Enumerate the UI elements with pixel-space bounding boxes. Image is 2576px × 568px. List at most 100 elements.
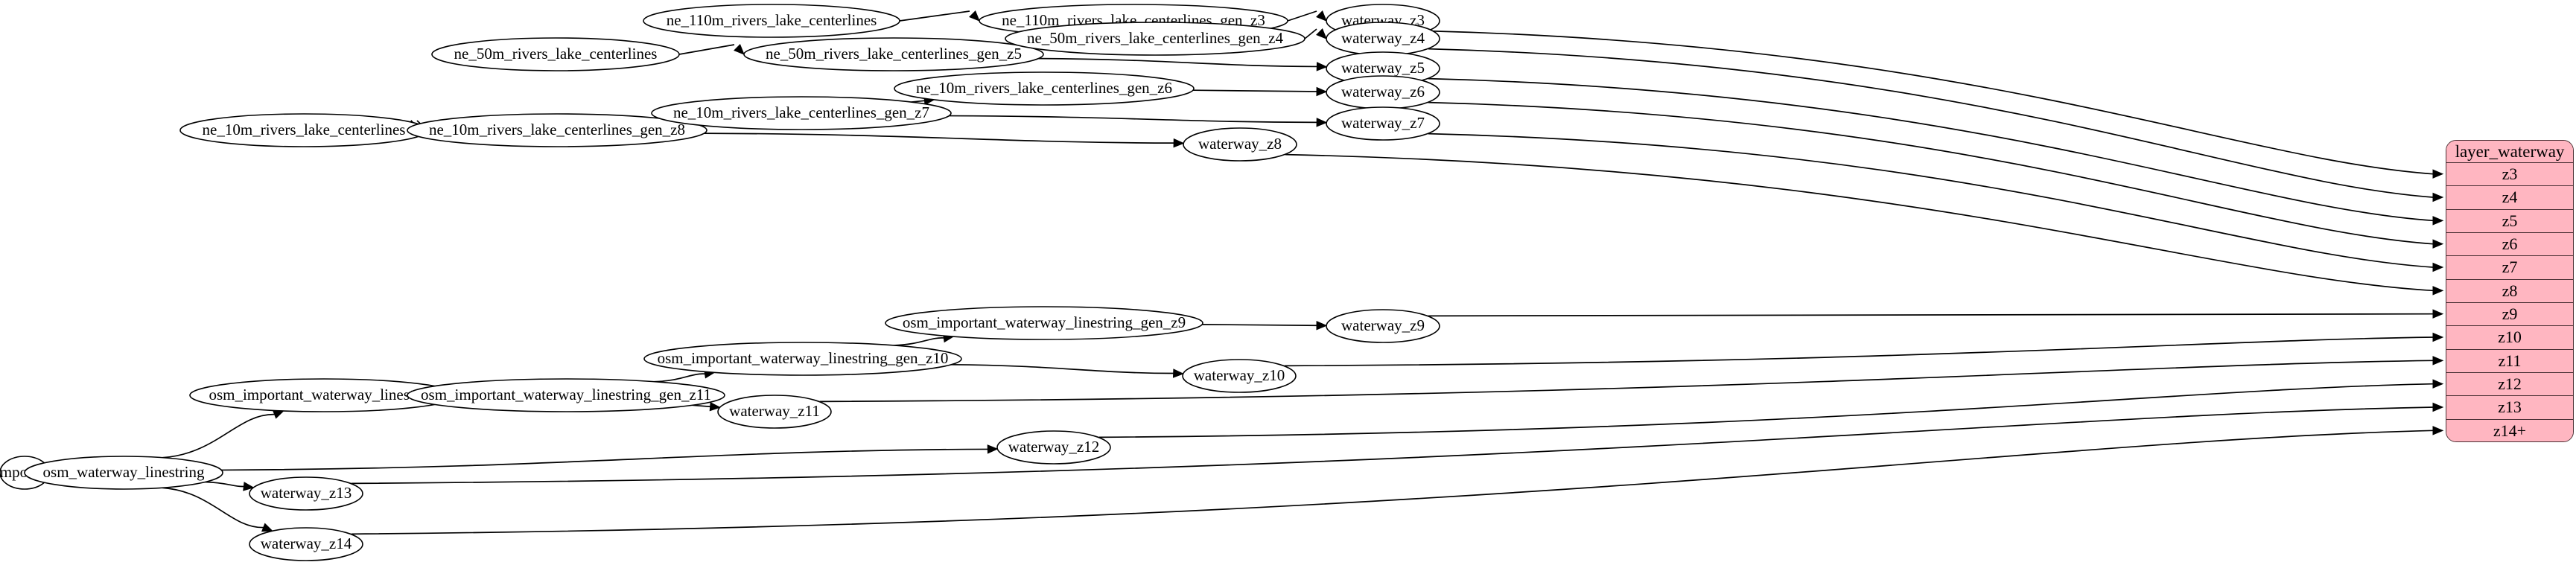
arrow-head-icon [2432,426,2444,435]
node-shape [407,378,725,412]
graph-edge-osm_waterway_linestring--waterway_z13 [205,481,244,488]
graph-edge-ne_110m_rivers_lake_centerlines--ne_110m_rivers_lake_centerlines_gen_z3 [899,10,970,22]
graph-node-waterway_z14[interactable]: waterway_z14 [249,527,363,561]
graph-edge-ne_50m_rivers_lake_centerlines--ne_50m_rivers_lake_centerlines_gen_z5 [678,44,735,55]
graph-edge-waterway_z14--layer_waterway_z14+ [351,430,2434,535]
edge-line [1284,336,2434,367]
graph-edge-waterway_z12--layer_waterway_z12 [1098,383,2434,438]
graph-edge-waterway_z13--layer_waterway_z13 [351,406,2434,485]
arrow-head-icon [2432,192,2444,202]
graph-edge-waterway_z7--layer_waterway_z7 [1428,133,2434,268]
node-shape [1005,22,1306,56]
layer-table-row-z13[interactable]: z13 [2446,396,2573,420]
graph-node-ne_10m_rivers_lake_centerlines_gen_z6[interactable]: ne_10m_rivers_lake_centerlines_gen_z6 [894,71,1195,106]
graph-edge-ne_110m_rivers_lake_centerlines_gen_z3--waterway_z3 [1287,10,1317,22]
edge-line [1304,28,1317,39]
node-shape [643,4,900,38]
node-shape [407,113,707,147]
graph-node-waterway_z8[interactable]: waterway_z8 [1183,127,1297,162]
node-shape [717,395,832,429]
layer-waterway-record-node[interactable]: layer_waterway z3 z4 z5 z6 z7 z8 z9 z10 … [2446,140,2574,442]
arrow-head-icon [2432,332,2444,342]
layer-table-row-z6[interactable]: z6 [2446,232,2573,257]
layer-table-row-z10[interactable]: z10 [2446,326,2573,350]
arrow-head-icon [1316,10,1327,22]
graph-node-ne_10m_rivers_lake_centerlines_gen_z7[interactable]: ne_10m_rivers_lake_centerlines_gen_z7 [651,96,952,130]
graph-node-osm_waterway_linestring[interactable]: osm_waterway_linestring [24,456,223,490]
graph-edge-waterway_z3--layer_waterway_z3 [1428,30,2434,175]
edge-line [893,337,944,346]
arrow-head-icon [709,401,721,412]
graph-edge-ne_10m_rivers_lake_centerlines_gen_z7--waterway_z7 [949,115,1317,124]
edge-line [1038,57,1317,68]
graph-edge-osm_important_waterway_linestring_gen_z11--waterway_z11 [692,404,710,408]
node-shape [179,113,428,147]
node-shape [885,306,1203,340]
graph-node-ne_110m_rivers_lake_centerlines[interactable]: ne_110m_rivers_lake_centerlines [643,4,900,38]
edge-line [899,10,970,22]
edge-line [1098,383,2434,438]
edges-layer [24,10,2444,535]
layer-table-row-z3[interactable]: z3 [2446,163,2573,187]
edge-line [221,448,988,471]
arrow-head-icon [272,410,284,419]
graph-node-osm_important_waterway_linestring_gen_z10[interactable]: osm_important_waterway_linestring_gen_z1… [643,342,962,376]
layer-table-row-z11[interactable]: z11 [2446,349,2573,373]
graph-edge-osm_waterway_linestring--waterway_z12 [221,448,988,471]
graph-edge-ne_50m_rivers_lake_centerlines_gen_z4--waterway_z4 [1304,28,1317,39]
layer-table-row-z4[interactable]: z4 [2446,186,2573,210]
arrow-head-icon [2432,286,2444,296]
graph-edge-waterway_z9--layer_waterway_z9 [1428,313,2434,317]
edge-line [704,133,1174,144]
graph-node-ne_10m_rivers_lake_centerlines[interactable]: ne_10m_rivers_lake_centerlines [179,113,428,147]
graph-node-osm_important_waterway_linestring_gen_z11[interactable]: osm_important_waterway_linestring_gen_z1… [407,378,725,412]
graph-edge-waterway_z8--layer_waterway_z8 [1285,153,2434,292]
edge-line [1428,77,2434,222]
arrow-head-icon [2432,262,2444,272]
graph-node-waterway_z9[interactable]: waterway_z9 [1326,309,1440,343]
node-shape [1183,127,1297,162]
graph-edge-osm_important_waterway_linestring_gen_z10--waterway_z10 [951,363,1174,374]
arrow-head-icon [734,44,745,55]
node-shape [643,342,962,376]
arrow-head-icon [2432,309,2444,319]
graph-node-ne_50m_rivers_lake_centerlines_gen_z5[interactable]: ne_50m_rivers_lake_centerlines_gen_z5 [743,37,1044,71]
node-shape [1326,75,1440,109]
graph-node-waterway_z4[interactable]: waterway_z4 [1326,22,1440,56]
node-shape [249,476,363,511]
node-shape [1182,359,1297,393]
graph-node-waterway_z13[interactable]: waterway_z13 [249,476,363,511]
graph-edge-osm_important_waterway_linestring_gen_z11--osm_important_waterway_linestring_gen_z10 [654,373,705,383]
graph-node-waterway_z10[interactable]: waterway_z10 [1182,359,1297,393]
graph-edge-waterway_z4--layer_waterway_z4 [1428,48,2434,198]
edge-line [1192,89,1317,92]
layer-table-row-z5[interactable]: z5 [2446,209,2573,233]
graph-node-ne_50m_rivers_lake_centerlines_gen_z4[interactable]: ne_50m_rivers_lake_centerlines_gen_z4 [1005,22,1306,56]
arrow-head-icon [987,444,999,454]
arrow-head-icon [243,482,255,491]
layer-table-row-z8[interactable]: z8 [2446,279,2573,303]
node-shape [24,456,223,490]
edge-line [351,430,2434,535]
arrow-head-icon [1316,28,1327,39]
graph-node-waterway_z11[interactable]: waterway_z11 [717,395,832,429]
graph-node-osm_important_waterway_linestring_gen_z9[interactable]: osm_important_waterway_linestring_gen_z9 [885,306,1203,340]
edge-line [1287,10,1317,22]
graph-node-ne_50m_rivers_lake_centerlines[interactable]: ne_50m_rivers_lake_centerlines [431,37,680,71]
edge-line [1428,48,2434,198]
layer-table-row-z12[interactable]: z12 [2446,372,2573,397]
graph-node-waterway_z6[interactable]: waterway_z6 [1326,75,1440,109]
graph-edge-ne_10m_rivers_lake_centerlines_gen_z6--waterway_z6 [1192,89,1317,92]
graph-node-waterway_z7[interactable]: waterway_z7 [1326,106,1440,141]
node-shape [743,37,1044,71]
layer-table-row-z14[interactable]: z14+ [2446,419,2573,441]
graph-edge-waterway_z11--layer_waterway_z11 [819,360,2434,403]
layer-table-row-z9[interactable]: z9 [2446,302,2573,327]
node-shape [651,96,952,130]
graph-edge-ne_10m_rivers_lake_centerlines_gen_z8--waterway_z8 [704,133,1174,144]
node-shape [1326,22,1440,56]
graph-node-waterway_z12[interactable]: waterway_z12 [996,430,1111,465]
layer-table-row-z7[interactable]: z7 [2446,256,2573,280]
